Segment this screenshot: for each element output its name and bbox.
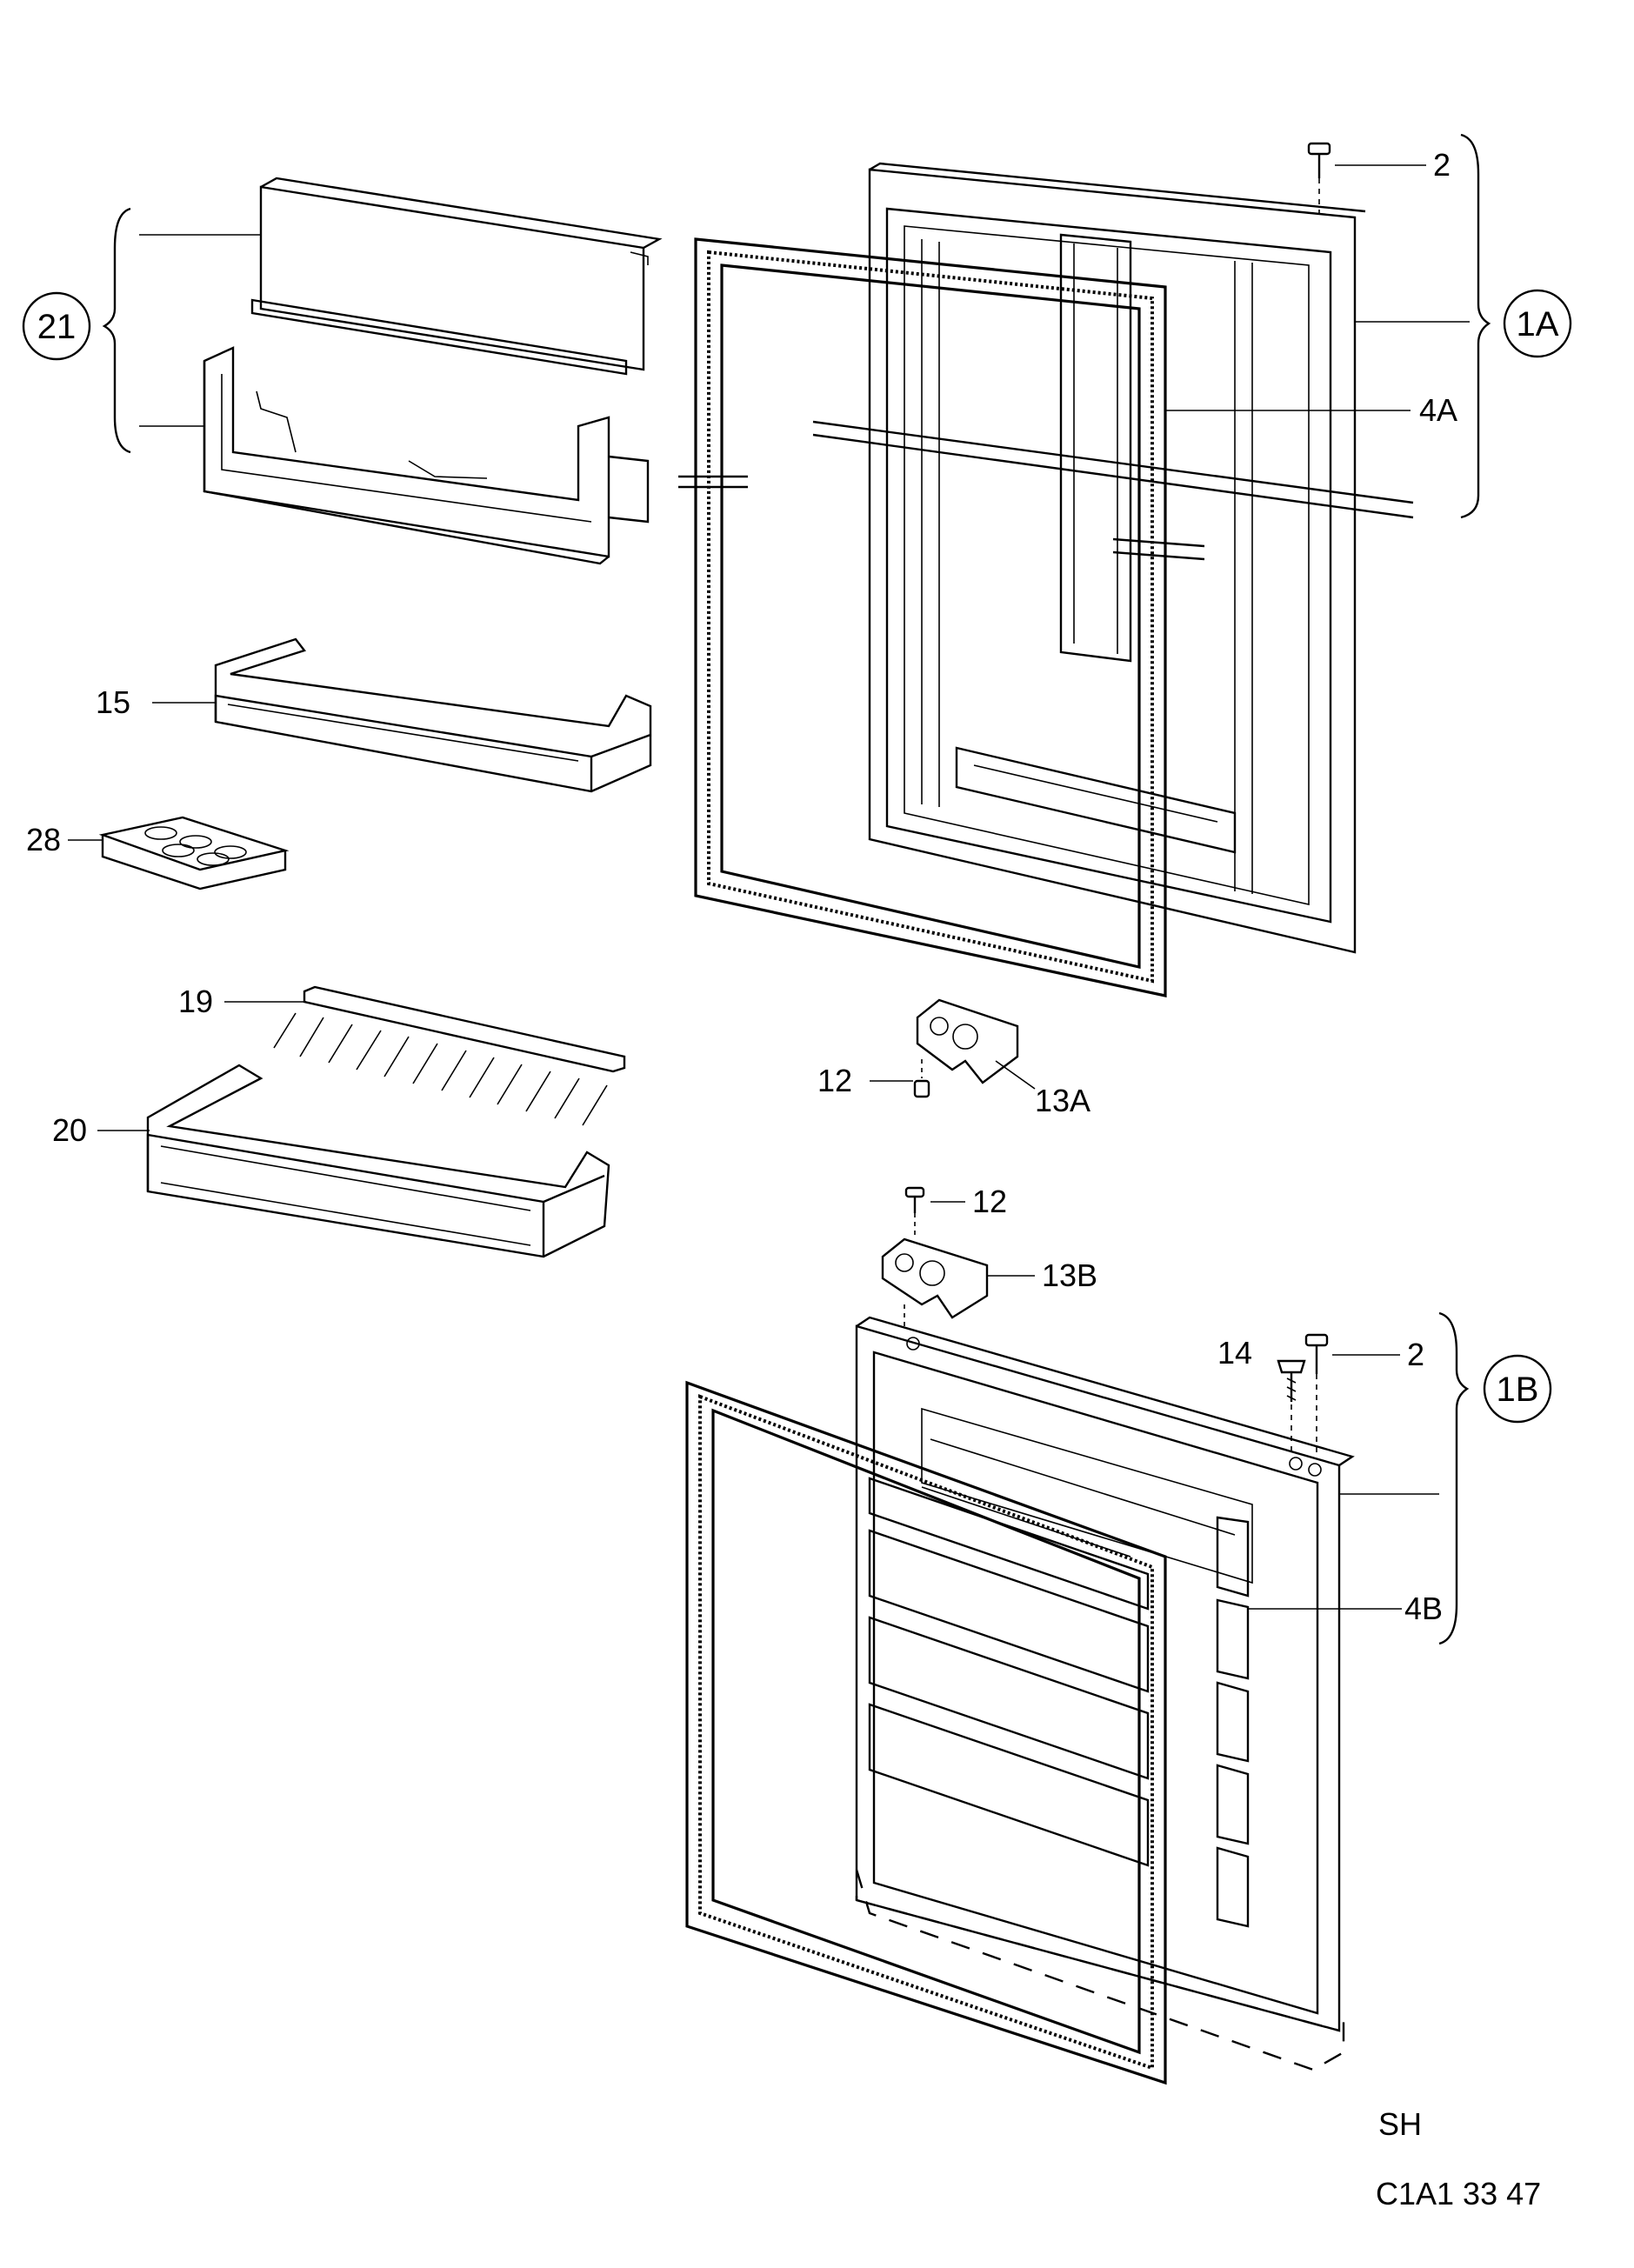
label-4a: 4A	[1419, 392, 1457, 428]
lower-door-gasket-4b	[685, 1380, 1167, 2085]
lower-door-1b	[855, 1316, 1355, 2071]
label-2-lower: 2	[1407, 1337, 1424, 1372]
label-12-upper: 12	[817, 1063, 852, 1098]
upper-door-gasket-4a	[678, 237, 1414, 997]
label-15: 15	[96, 684, 130, 720]
label-12-lower: 12	[972, 1184, 1007, 1219]
egg-tray-28	[98, 816, 290, 891]
label-2-top: 2	[1433, 147, 1451, 183]
bottle-retainer-19	[273, 985, 626, 1126]
door-shelf-15	[214, 637, 652, 793]
screw-12-upper-icon	[913, 1059, 930, 1098]
callout-21-circle	[22, 291, 91, 361]
label-28: 28	[26, 822, 61, 857]
dairy-compartment-lid	[250, 177, 663, 376]
bracket-1a	[1460, 133, 1491, 519]
label-20: 20	[52, 1112, 87, 1148]
label-19: 19	[178, 984, 213, 1019]
callout-1b-circle	[1483, 1354, 1552, 1424]
screw-12-lower-icon	[904, 1186, 925, 1235]
label-13a: 13A	[1035, 1083, 1090, 1118]
label-21: 21	[37, 308, 77, 346]
screw-2-top-icon	[1307, 142, 1331, 217]
label-14: 14	[1217, 1335, 1252, 1371]
hinge-13a-icon	[916, 998, 1019, 1084]
door-shelf-20	[146, 1064, 610, 1258]
label-sh: SH	[1378, 2106, 1422, 2142]
screw-14-icon	[1277, 1359, 1306, 1452]
label-13b: 13B	[1042, 1257, 1097, 1293]
label-1a: 1A	[1517, 305, 1559, 344]
drawing-code: C1A1 33 47	[1376, 2176, 1541, 2211]
upper-door-1a	[868, 162, 1366, 954]
label-1b: 1B	[1497, 1371, 1539, 1409]
hinge-13b-icon	[881, 1237, 989, 1331]
bracket-1b	[1438, 1311, 1470, 1645]
callout-1a-circle	[1503, 289, 1572, 358]
label-4b: 4B	[1404, 1591, 1443, 1626]
leader-13a	[995, 1060, 1036, 1090]
dairy-compartment-shelf	[203, 346, 650, 565]
bracket-21	[102, 207, 131, 454]
screw-2-lower-icon	[1304, 1333, 1329, 1457]
